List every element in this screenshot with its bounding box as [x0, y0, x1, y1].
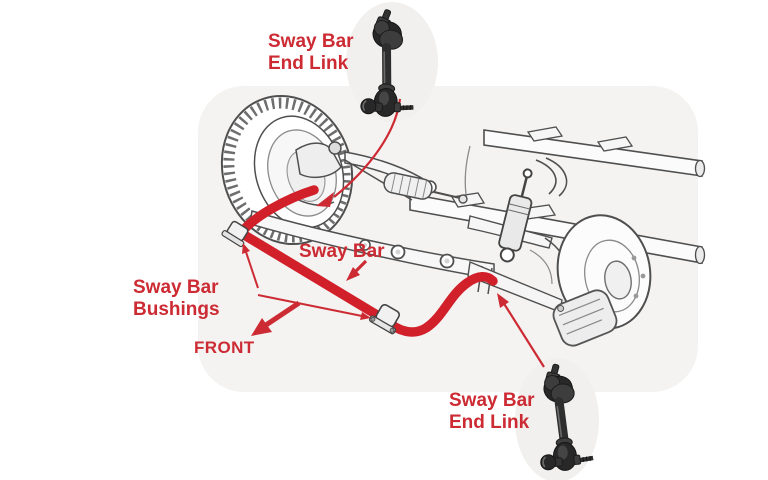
label-line: End Link [268, 53, 349, 75]
sway-bar-bushing-clamp-left [221, 220, 249, 248]
label-sway-bar-bushings: Sway Bar Bushings [133, 277, 220, 321]
label-line: Sway Bar [133, 277, 219, 298]
front-direction-arrow [251, 300, 301, 336]
pointer-end-link-bottom [497, 293, 545, 368]
label-sway-bar-end-link-top: Sway Bar End Link [268, 31, 354, 75]
label-line: End Link [449, 412, 530, 434]
label-line: Sway Bar [299, 241, 385, 262]
control-arms [249, 141, 553, 295]
label-line: FRONT [194, 338, 255, 357]
label-sway-bar-end-link-bottom: Sway Bar End Link [449, 390, 535, 434]
sway-bar-highlight [236, 185, 498, 337]
sway-bar-bushing-clamp-center [368, 304, 400, 335]
shock-absorber [498, 168, 533, 263]
pointer-sway-bar [346, 259, 368, 281]
label-line: Sway Bar [268, 31, 354, 52]
label-sway-bar: Sway Bar [299, 241, 385, 263]
tire-illustration [220, 94, 354, 246]
label-line: Sway Bar [449, 390, 535, 411]
brake-assembly [467, 214, 652, 347]
pointer-bushings [242, 243, 371, 320]
label-front: FRONT [194, 338, 255, 358]
label-line: Bushings [133, 299, 220, 321]
